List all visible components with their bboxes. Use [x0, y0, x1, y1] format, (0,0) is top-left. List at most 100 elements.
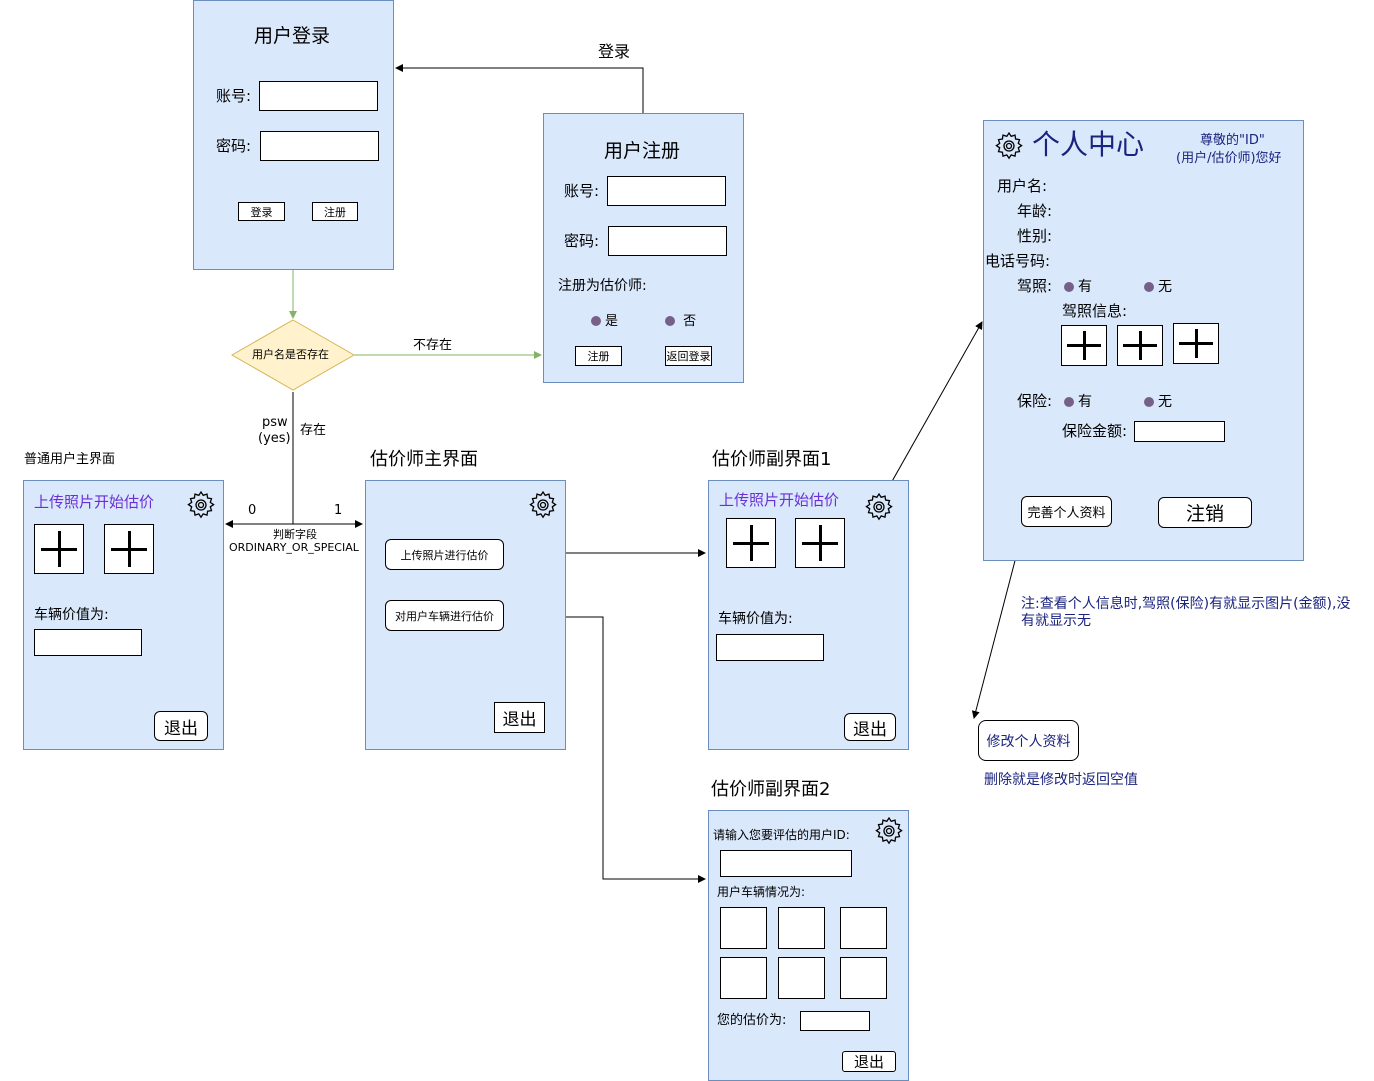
- gear-icon[interactable]: [873, 815, 905, 847]
- estimator-upload-button[interactable]: 上传照片进行估价: [385, 539, 504, 570]
- estimator-exit-button[interactable]: 退出: [494, 702, 545, 733]
- normal-caption: 普通用户主界面: [24, 452, 116, 467]
- license-has-label: 有: [1078, 279, 1092, 295]
- radio-dot-icon: [1144, 282, 1154, 292]
- register-estimator-label: 注册为估价师:: [558, 278, 647, 294]
- sub1-caption: 估价师副界面1: [712, 449, 832, 470]
- sub1-panel: 上传照片开始估价 车辆价值为: 退出: [708, 480, 909, 750]
- sub1-exit-button[interactable]: 退出: [844, 713, 896, 741]
- sub1-photo-slot-1[interactable]: [726, 518, 776, 568]
- radio-dot-icon: [591, 316, 601, 326]
- register-back-button[interactable]: 返回登录: [665, 346, 712, 366]
- edge-label-one: 1: [334, 503, 343, 518]
- sub1-value-label: 车辆价值为:: [718, 611, 793, 627]
- sub2-caption: 估价师副界面2: [711, 779, 831, 800]
- normal-value-label: 车辆价值为:: [34, 607, 109, 623]
- sub2-id-prompt: 请输入您要评估的用户ID:: [713, 828, 850, 842]
- gear-icon[interactable]: [185, 489, 217, 521]
- normal-upload-label: 上传照片开始估价: [34, 493, 155, 511]
- register-panel: 用户注册 账号: 密码: 注册为估价师: 是 否 注册 返回登录: [543, 113, 744, 383]
- login-button[interactable]: 登录: [238, 202, 285, 221]
- edge-label-not-exist: 不存在: [413, 338, 453, 353]
- register-radio-no[interactable]: 否: [665, 315, 696, 328]
- center-license-photo-3[interactable]: [1173, 323, 1219, 364]
- edge-sub1-to-center: [885, 321, 983, 493]
- center-insurance-radio-none[interactable]: 无: [1144, 395, 1172, 409]
- register-submit-button[interactable]: 注册: [575, 346, 622, 366]
- edge-label-exists: 存在: [300, 423, 327, 438]
- delete-note: 删除就是修改时返回空值: [984, 772, 1138, 788]
- radio-dot-icon: [1064, 397, 1074, 407]
- normal-exit-button[interactable]: 退出: [154, 711, 208, 741]
- gear-icon[interactable]: [993, 130, 1025, 162]
- center-username-label: 用户名:: [997, 177, 1048, 195]
- login-account-input[interactable]: [259, 81, 378, 111]
- sub1-upload-label: 上传照片开始估价: [719, 491, 840, 509]
- edge-label-field: ORDINARY_OR_SPECIAL: [229, 541, 359, 554]
- sub2-vehicle-photo-3: [840, 907, 887, 949]
- radio-dot-icon: [1064, 282, 1074, 292]
- sub2-vehicle-label: 用户车辆情况为:: [717, 885, 806, 899]
- center-insurance-radio-has[interactable]: 有: [1064, 395, 1092, 409]
- sub1-value-field: [716, 634, 824, 661]
- register-password-input[interactable]: [608, 226, 727, 256]
- normal-photo-slot-1[interactable]: [34, 524, 84, 574]
- center-title: 个人中心: [1032, 128, 1145, 161]
- center-license-photo-1[interactable]: [1061, 325, 1107, 366]
- center-phone-label: 电话号码:: [985, 252, 1051, 270]
- edge-label-zero: 0: [248, 503, 257, 518]
- decision-label: 用户名是否存在: [252, 348, 329, 361]
- sub2-price-input[interactable]: [800, 1011, 870, 1031]
- center-license-photo-2[interactable]: [1117, 325, 1163, 366]
- center-insurance-label: 保险:: [1017, 392, 1053, 410]
- normal-value-field: [34, 629, 142, 656]
- center-license-label: 驾照:: [1017, 277, 1053, 295]
- login-password-input[interactable]: [260, 131, 379, 161]
- normal-photo-slot-2[interactable]: [104, 524, 154, 574]
- license-none-label: 无: [1158, 279, 1172, 295]
- center-insurance-amount-field: [1134, 421, 1225, 442]
- radio-yes-label: 是: [605, 314, 619, 329]
- center-cancel-account-button[interactable]: 注销: [1158, 497, 1252, 528]
- insurance-none-label: 无: [1158, 394, 1172, 410]
- sub2-vehicle-photo-6: [840, 957, 887, 999]
- edge-label-login: 登录: [598, 42, 631, 61]
- radio-dot-icon: [1144, 397, 1154, 407]
- center-complete-profile-button[interactable]: 完善个人资料: [1021, 496, 1112, 527]
- estimator-main-caption: 估价师主界面: [370, 449, 478, 470]
- estimator-assess-button[interactable]: 对用户车辆进行估价: [385, 600, 504, 631]
- center-license-radio-none[interactable]: 无: [1144, 280, 1172, 294]
- insurance-has-label: 有: [1078, 394, 1092, 410]
- estimator-main-panel: 上传照片进行估价 对用户车辆进行估价 退出: [365, 480, 566, 750]
- radio-dot-icon: [665, 316, 675, 326]
- center-license-info-label: 驾照信息:: [1062, 302, 1128, 320]
- note-line1: 注:查看个人信息时,驾照(保险)有就显示图片(金额),没: [1021, 596, 1351, 612]
- center-age-label: 年龄:: [1017, 202, 1053, 220]
- center-greeting-line1: 尊敬的"ID": [1200, 133, 1265, 148]
- sub2-vehicle-photo-2: [778, 907, 825, 949]
- gear-icon[interactable]: [527, 489, 559, 521]
- note-line2: 有就显示无: [1021, 613, 1091, 629]
- edge-register-to-login: [395, 64, 644, 113]
- sub1-photo-slot-2[interactable]: [795, 518, 845, 568]
- center-license-radio-has[interactable]: 有: [1064, 280, 1092, 294]
- register-account-input[interactable]: [607, 176, 726, 206]
- gear-icon[interactable]: [863, 491, 895, 523]
- edit-profile-button[interactable]: 修改个人资料: [978, 720, 1079, 761]
- decision-diamond: [230, 319, 356, 391]
- sub2-exit-button[interactable]: 退出: [842, 1051, 896, 1072]
- personal-center-panel: 个人中心 尊敬的"ID" (用户/估价师)您好 用户名: 年龄: 性别: 电话号…: [983, 120, 1304, 561]
- edge-complete-to-edit: [971, 529, 1024, 719]
- login-register-button[interactable]: 注册: [312, 202, 358, 221]
- center-insurance-amount-label: 保险金额:: [1062, 422, 1128, 440]
- sub2-id-input[interactable]: [720, 850, 852, 877]
- sub2-vehicle-photo-4: [720, 957, 767, 999]
- register-radio-yes[interactable]: 是: [591, 315, 618, 328]
- center-greeting-line2: (用户/估价师)您好: [1176, 151, 1282, 166]
- sub2-price-label: 您的估价为:: [717, 1013, 787, 1028]
- sub2-panel: 请输入您要评估的用户ID: 用户车辆情况为: 您的估价为: 退出: [708, 810, 909, 1081]
- register-title: 用户注册: [604, 140, 681, 162]
- edge-label-yes: (yes): [258, 431, 291, 446]
- register-password-label: 密码:: [564, 232, 600, 250]
- sub2-vehicle-photo-1: [720, 907, 767, 949]
